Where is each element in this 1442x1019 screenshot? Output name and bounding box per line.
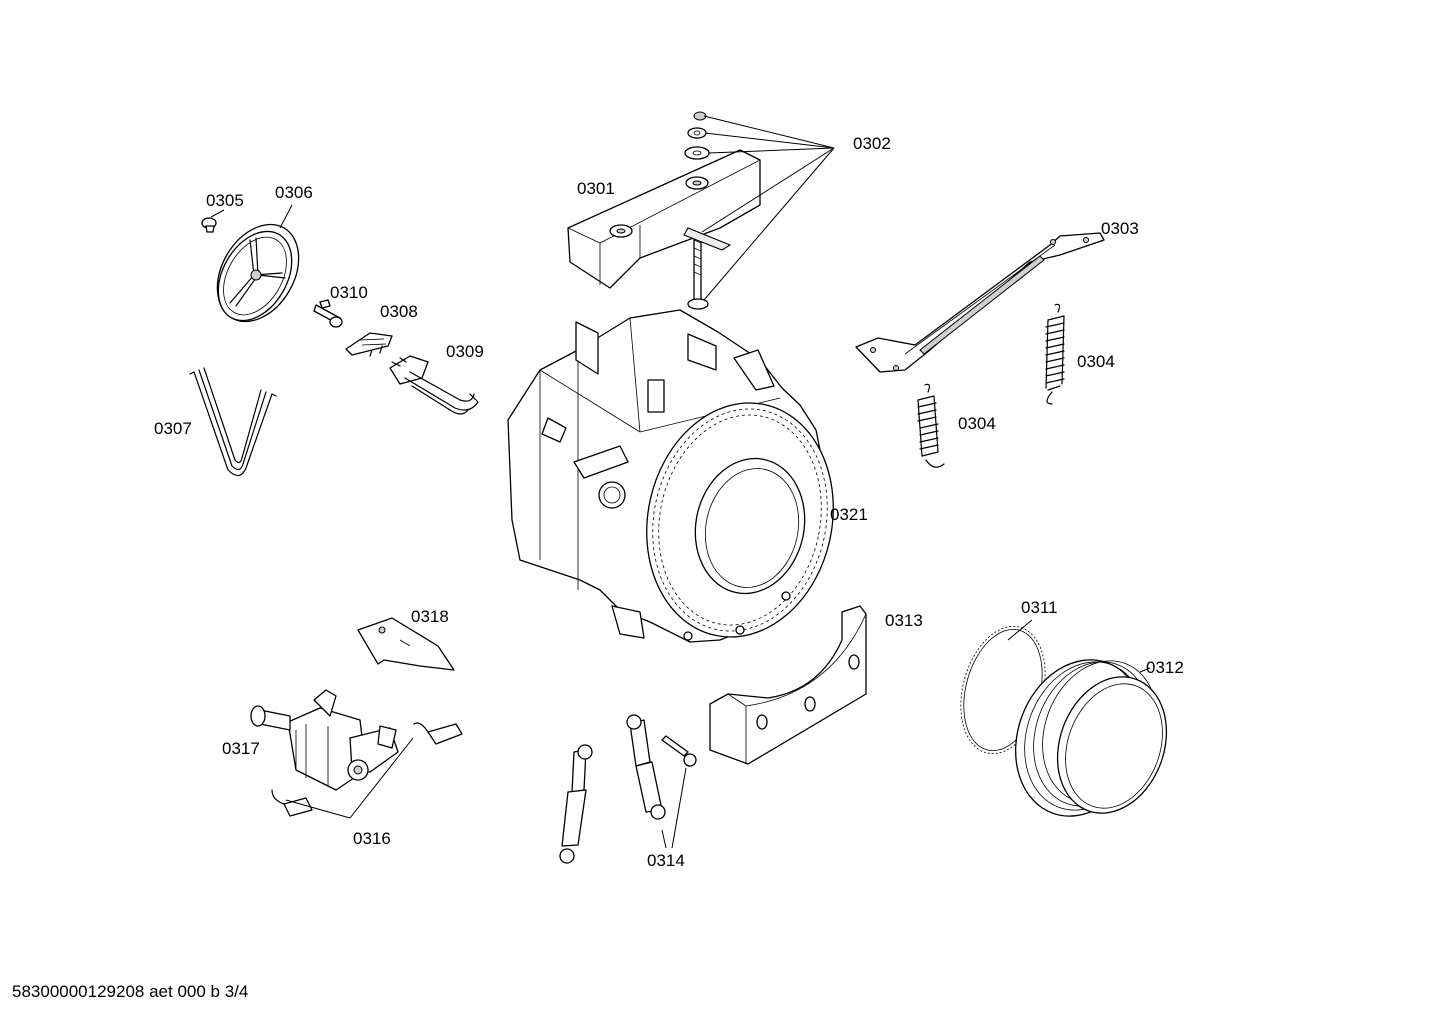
callout-0311: 0311: [1021, 598, 1058, 617]
callout-0306: 0306: [275, 183, 313, 202]
callout-0313: 0313: [885, 611, 923, 630]
part-0309-heater: [389, 355, 479, 415]
leader-lines: [210, 115, 1151, 849]
part-0306-pulley: [216, 223, 300, 323]
part-0310-sensor: [313, 299, 343, 328]
callout-0310: 0310: [330, 283, 368, 302]
callout-0304-right: 0304: [1077, 352, 1115, 371]
callout-0302: 0302: [853, 134, 891, 153]
callout-0303: 0303: [1101, 219, 1139, 238]
part-0312-door-seal: [1014, 659, 1168, 817]
part-0308-clip: [345, 332, 393, 357]
callout-0301: 0301: [577, 179, 615, 198]
part-0318-shield: [357, 617, 455, 671]
part-0303-bracket: [855, 232, 1105, 373]
callout-0305: 0305: [206, 191, 244, 210]
callout-0314: 0314: [647, 851, 685, 870]
part-0305-screw: [201, 217, 217, 233]
callout-0321: 0321: [830, 505, 868, 524]
part-0307-belt: [189, 367, 277, 477]
document-code: 58300000129208 aet 000 b 3/4: [12, 982, 249, 1001]
part-0304-spring-right: [1045, 303, 1065, 405]
part-0313-counterweight: [709, 605, 867, 765]
callout-0309: 0309: [446, 342, 484, 361]
callout-0316: 0316: [353, 829, 391, 848]
part-0301-counterweight: [567, 149, 761, 289]
callout-0304-left: 0304: [958, 414, 996, 433]
part-0314-shock-absorbers: [559, 714, 697, 864]
part-0316-connectors: [271, 722, 463, 817]
part-0321-tub: [507, 309, 834, 643]
part-0317-pump: [250, 689, 399, 791]
callout-0308: 0308: [380, 302, 418, 321]
callout-0317: 0317: [222, 739, 260, 758]
callout-0312: 0312: [1146, 658, 1184, 677]
callout-0307: 0307: [154, 419, 192, 438]
part-0304-spring-left: [917, 383, 945, 468]
callout-0318: 0318: [411, 607, 449, 626]
